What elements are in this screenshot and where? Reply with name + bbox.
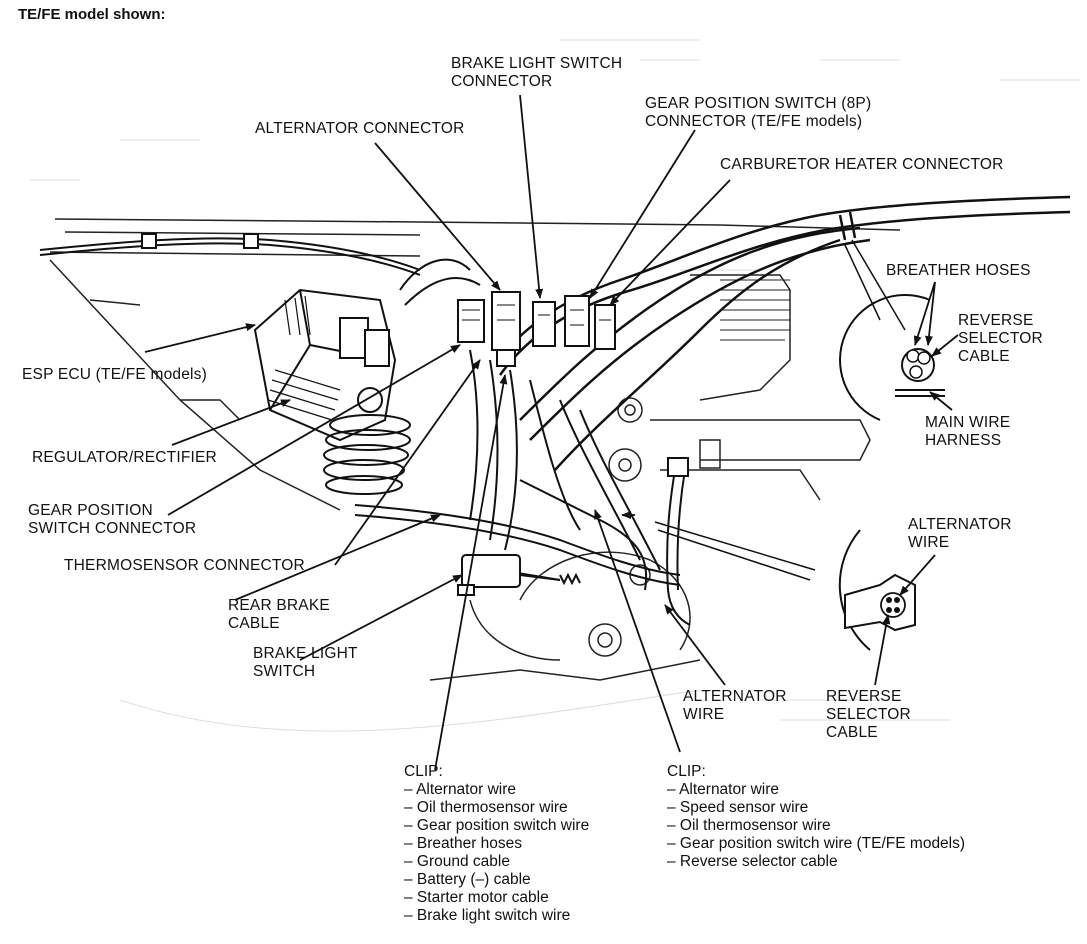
label-regulator-rectifier: REGULATOR/RECTIFIER	[32, 449, 217, 466]
clip-left-item: – Gear position switch wire	[404, 817, 590, 834]
clip-right-title: CLIP:	[667, 763, 706, 780]
clip-right-item: – Reverse selector cable	[667, 853, 838, 870]
inset-alternator	[654, 521, 936, 686]
background-ghost-lines	[30, 39, 1080, 732]
label-carburetor-heater-connector: CARBURETOR HEATER CONNECTOR	[720, 156, 1004, 173]
clip-right-item: – Gear position switch wire (TE/FE model…	[667, 835, 966, 852]
label-esp-ecu: ESP ECU (TE/FE models)	[22, 366, 207, 383]
label-alternator-connector: ALTERNATOR CONNECTOR	[255, 120, 465, 137]
clip-right-item: – Alternator wire	[667, 781, 779, 798]
connector-cluster	[457, 291, 616, 367]
clip-left-list: CLIP: – Alternator wire – Oil thermosens…	[404, 763, 589, 925]
clip-left-item: – Breather hoses	[404, 835, 523, 852]
clip-left-item: – Oil thermosensor wire	[404, 799, 568, 816]
clip-left-item: – Ground cable	[404, 853, 510, 870]
label-gear-position-switch-8p: GEAR POSITION SWITCH (8P)CONNECTOR (TE/F…	[645, 95, 872, 130]
label-breather-hoses: BREATHER HOSES	[886, 262, 1031, 279]
clip-left-item: – Brake light switch wire	[404, 907, 571, 924]
clip-left-item: – Alternator wire	[404, 781, 516, 798]
page-heading: TE/FE model shown:	[18, 6, 166, 23]
callout-arrows	[144, 94, 731, 771]
clip-right-list: CLIP: – Alternator wire – Speed sensor w…	[667, 763, 965, 871]
left-cable	[39, 233, 421, 276]
crankcase	[429, 551, 701, 681]
frame-lines	[49, 218, 901, 257]
clip-left-item: – Battery (–) cable	[404, 871, 531, 888]
esp-ecu-unit	[253, 288, 397, 442]
clip-right-item: – Speed sensor wire	[667, 799, 809, 816]
body-panel	[49, 259, 341, 511]
clip-left-item: – Starter motor cable	[404, 889, 549, 906]
alternator-wire-right-line	[519, 457, 691, 626]
label-thermosensor-connector: THERMOSENSOR CONNECTOR	[64, 557, 305, 574]
clip-left-title: CLIP:	[404, 763, 443, 780]
shock-spring	[323, 387, 411, 495]
brake-light-switch-body	[457, 554, 581, 596]
inset-breather	[839, 239, 959, 421]
clip-right-item: – Oil thermosensor wire	[667, 817, 831, 834]
